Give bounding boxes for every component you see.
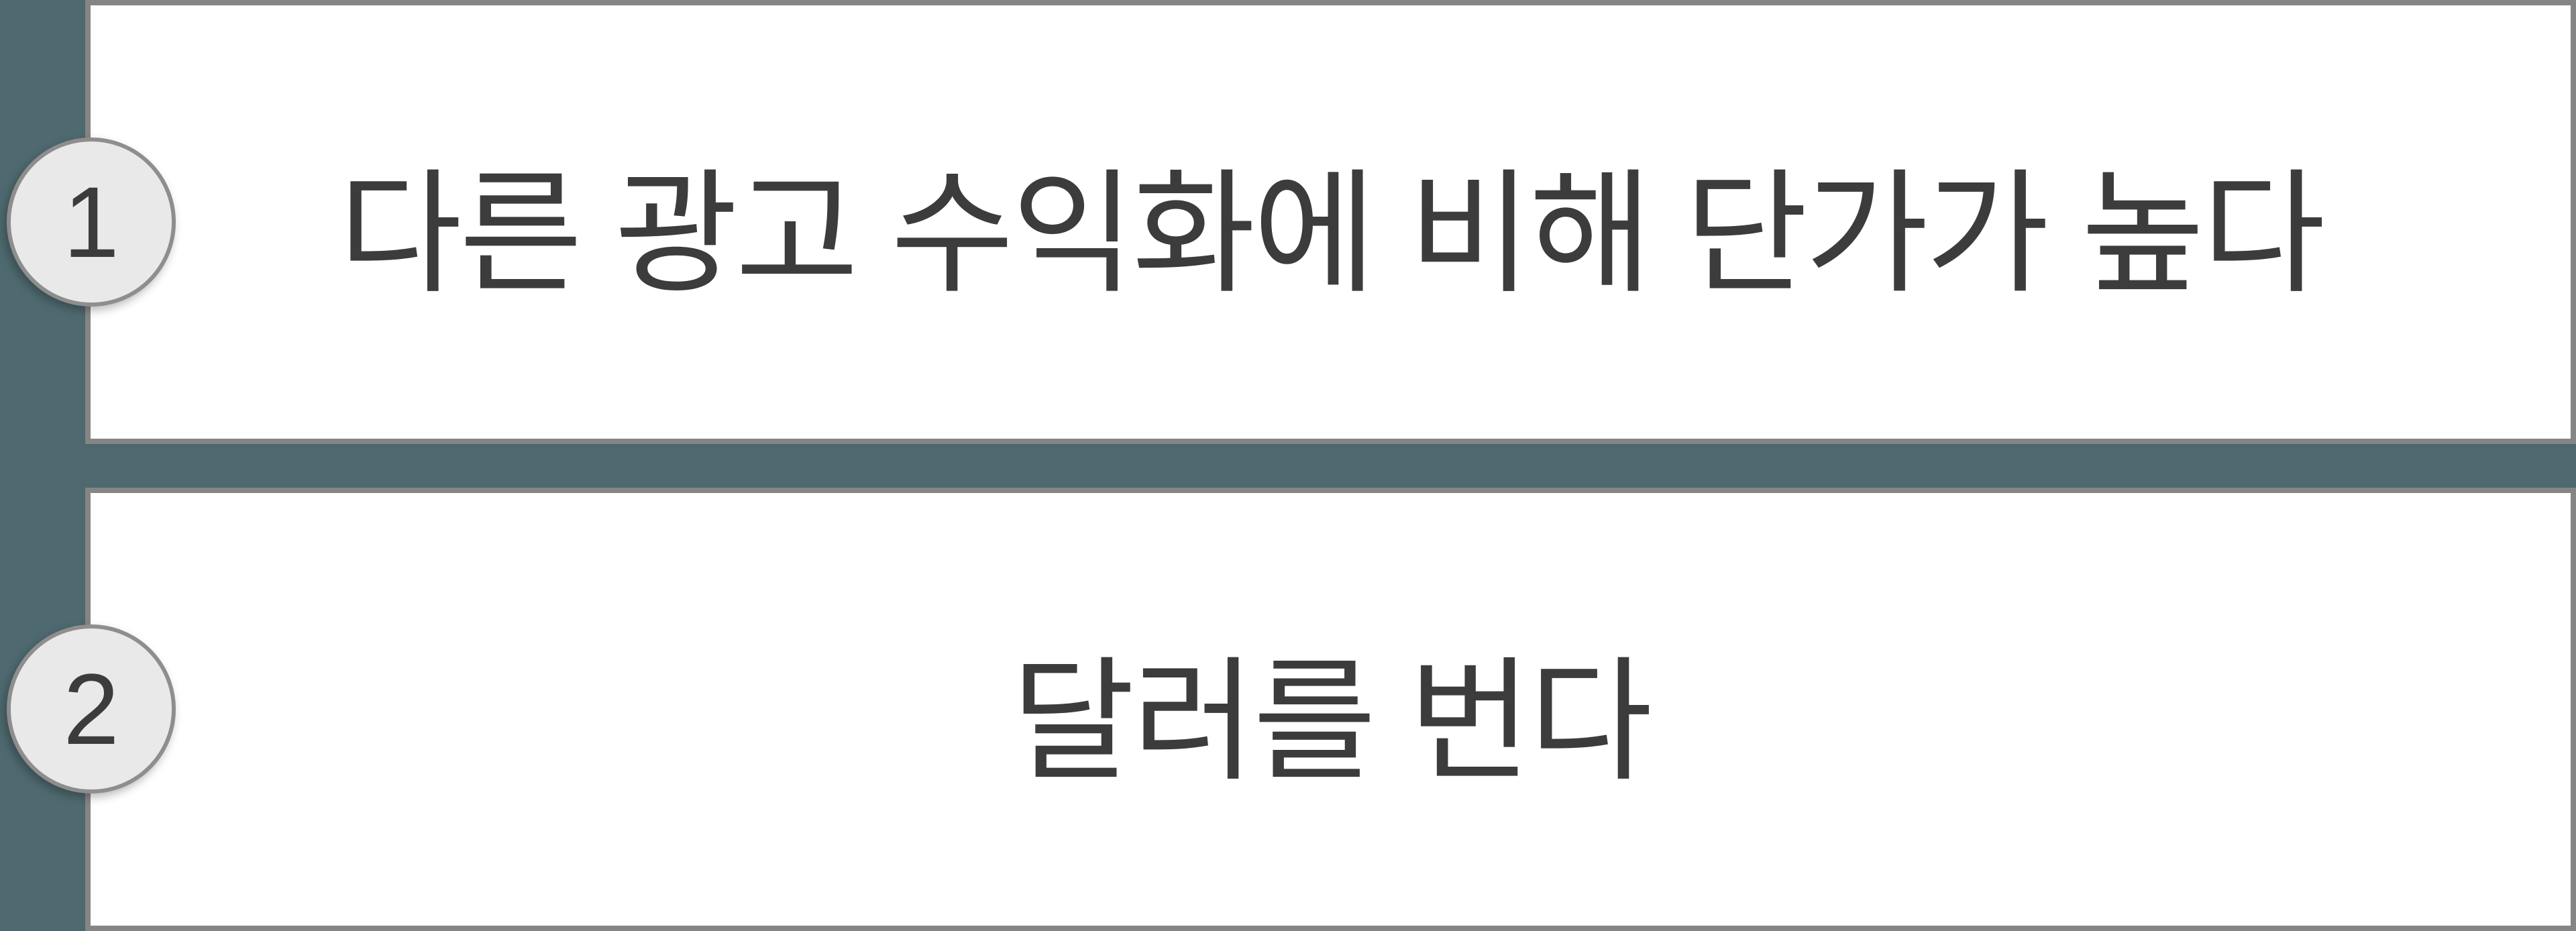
list-item-card-1: 다른 광고 수익화에 비해 단가가 높다 <box>85 0 2576 444</box>
list-item-card-2: 달러를 번다 <box>85 488 2576 931</box>
item-1-text: 다른 광고 수익화에 비해 단가가 높다 <box>338 160 2326 309</box>
item-2-number: 2 <box>63 653 119 765</box>
item-2-text: 달러를 번다 <box>1011 647 1653 797</box>
item-1-number: 1 <box>63 166 119 278</box>
item-2-number-badge: 2 <box>7 624 176 793</box>
item-1-number-badge: 1 <box>7 138 176 307</box>
